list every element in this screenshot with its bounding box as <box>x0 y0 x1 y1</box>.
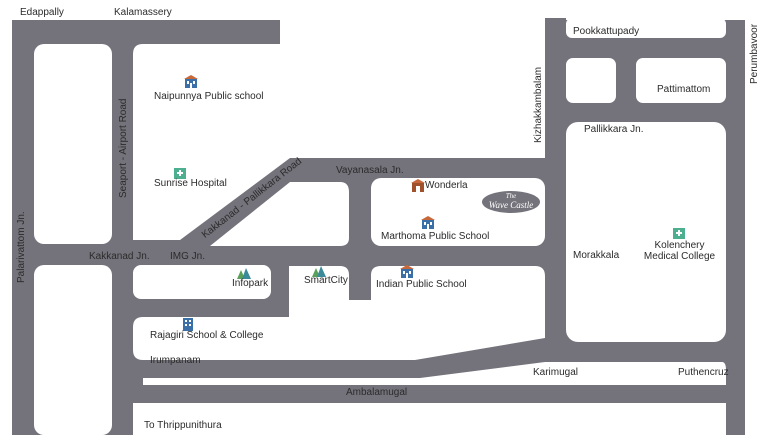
place-ambalamugal: Ambalamugal <box>346 387 408 398</box>
landmark-kolenchery-2: Medical College <box>643 251 716 262</box>
block <box>34 265 112 435</box>
landmark-rajagiri: Rajagiri School & College <box>150 330 264 341</box>
road-seaport-airport: Seaport - Airport Road <box>118 98 129 199</box>
block <box>133 265 271 299</box>
place-puthencruz: Puthencruz <box>678 367 729 378</box>
place-kizhakkambalam: Kizhakkambalam <box>533 66 544 143</box>
logo-wave-castle: Wave Castle <box>488 200 534 210</box>
block <box>133 266 545 360</box>
school-icon <box>400 265 414 278</box>
landmark-kolenchery-1: Kolenchery <box>654 240 705 251</box>
block <box>210 182 349 246</box>
landmark-naipunnya: Naipunnya Public school <box>154 91 264 102</box>
landmark-wonderla: Wonderla <box>425 180 468 191</box>
logo-the: The <box>505 192 517 200</box>
place-perumbavoor: Perumbavoor <box>749 23 760 84</box>
wave-castle-logo: The Wave Castle <box>481 190 541 214</box>
landmark-infopark: Infopark <box>232 278 269 289</box>
block <box>133 403 726 435</box>
landmark-sunrise: Sunrise Hospital <box>154 178 227 189</box>
hospital-icon <box>673 228 685 239</box>
landmark-indian-public: Indian Public School <box>376 279 467 290</box>
place-irumpanam: Irumpanam <box>150 355 201 366</box>
place-palarivattom-jn: Palarivattom Jn. <box>16 211 27 283</box>
landmark-marthoma: Marthoma Public School <box>381 231 490 242</box>
place-pookkattupady: Pookkattupady <box>573 26 640 37</box>
block <box>566 122 726 342</box>
place-kalamassery: Kalamassery <box>114 7 172 18</box>
block <box>143 362 726 385</box>
place-img-jn: IMG Jn. <box>170 251 206 262</box>
place-kakkanad-jn: Kakkanad Jn. <box>89 251 150 262</box>
place-pallikkara-jn: Pallikkara Jn. <box>584 124 644 135</box>
block <box>566 58 616 103</box>
it-park-icon <box>237 268 251 279</box>
it-park-icon <box>312 266 326 277</box>
school-icon <box>183 318 193 331</box>
amusement-park-icon <box>411 179 425 192</box>
place-vayanasala-jn: Vayanasala Jn. <box>336 165 404 176</box>
school-icon <box>421 216 435 229</box>
block <box>34 44 112 244</box>
school-icon <box>184 75 198 88</box>
place-pattimattom: Pattimattom <box>657 84 711 95</box>
place-edappally: Edappally <box>20 7 64 18</box>
place-morakkala: Morakkala <box>573 250 620 261</box>
landmark-smartcity: SmartCity <box>304 275 348 286</box>
place-karimugal: Karimugal <box>533 367 579 378</box>
place-to-thrippunithura: To Thrippunithura <box>144 420 222 431</box>
block <box>566 18 726 38</box>
hospital-icon <box>174 168 186 179</box>
block <box>133 44 545 240</box>
block <box>636 58 726 103</box>
